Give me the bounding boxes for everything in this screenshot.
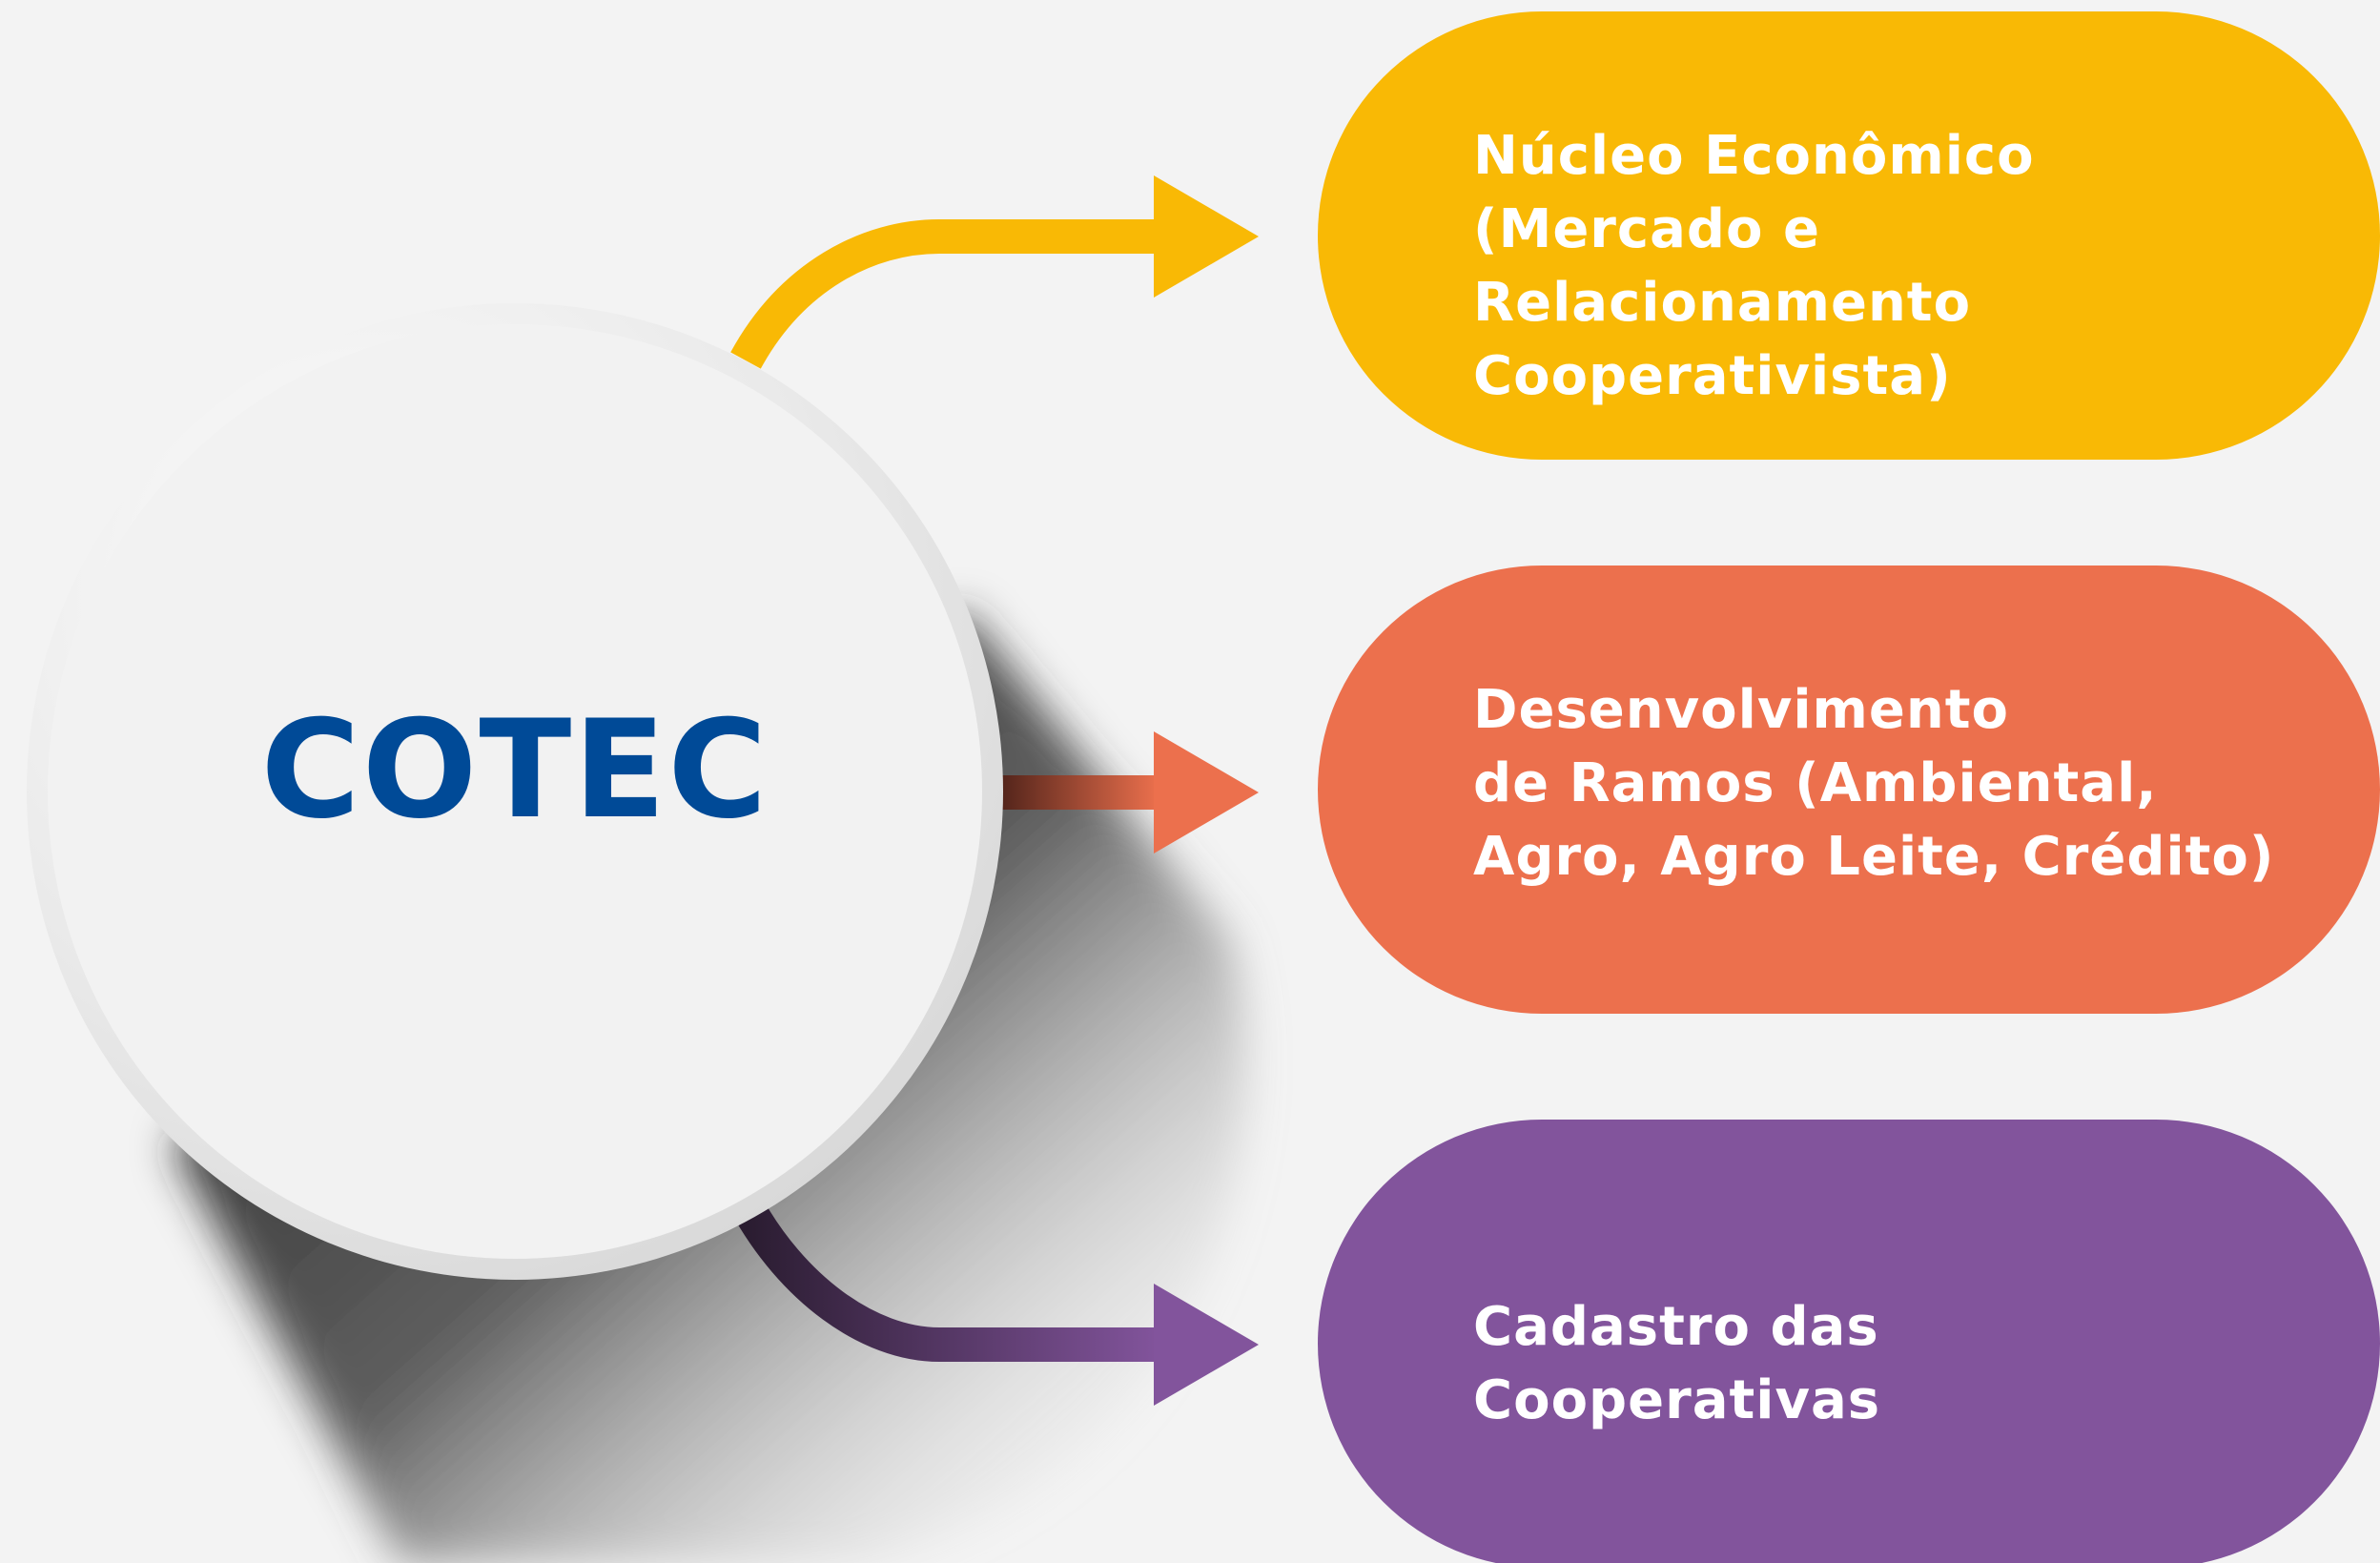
arrow-3 [730, 1195, 1259, 1406]
center-title: COTEC [260, 691, 769, 849]
branch-label-3: Cadastro das Cooperativas [1473, 1296, 1881, 1431]
branch-card-2 [1318, 566, 2380, 1014]
branch-card-3 [1318, 1120, 2380, 1563]
branch-label-2: Desenvolvimento de Ramos (Ambiental, Agr… [1473, 679, 2275, 888]
center-circle [48, 324, 982, 1259]
arrow-1 [730, 175, 1259, 369]
branch-label-1: Núcleo Econômico (Mercado e Relacionamen… [1473, 125, 2035, 407]
arrow-2 [992, 731, 1259, 853]
branch-card-1 [1318, 11, 2380, 460]
